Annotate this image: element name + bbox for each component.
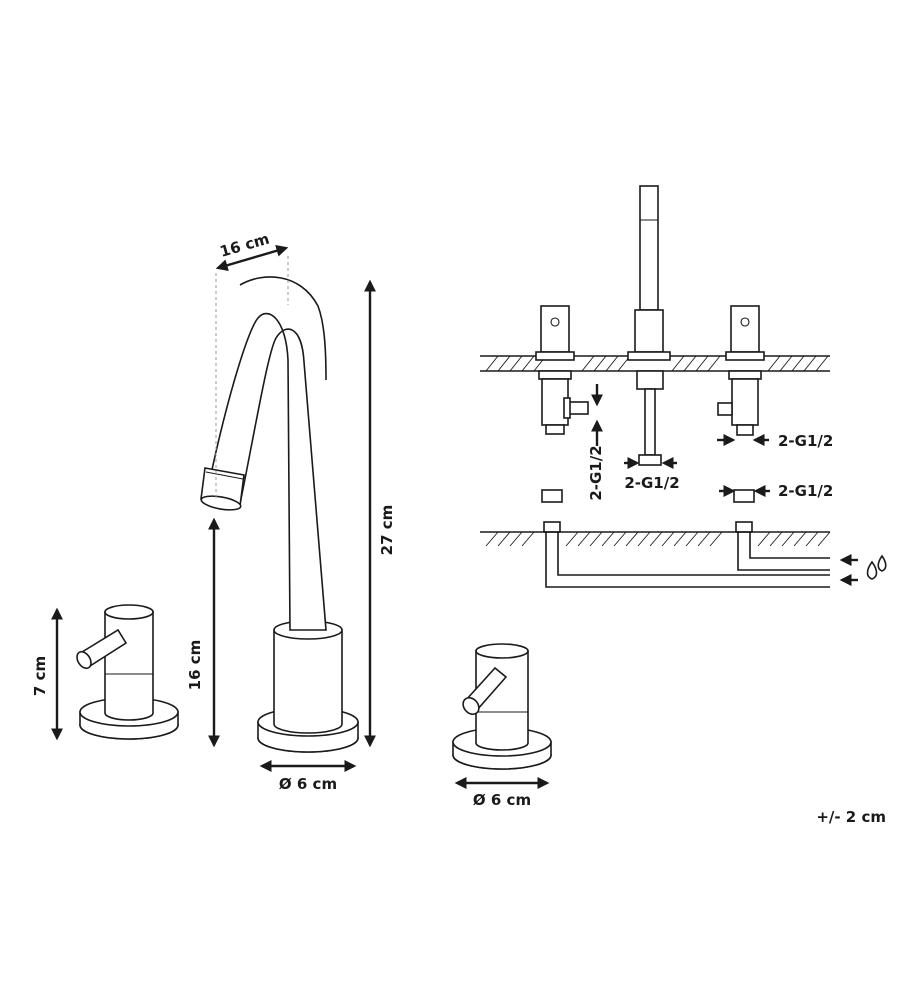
- spout-faucet: [200, 276, 359, 753]
- water-drops-icon: [866, 554, 887, 580]
- tap-base-diameter-label: Ø 6 cm: [279, 775, 337, 793]
- total-height-label: 27 cm: [378, 505, 396, 556]
- conn-left-label: 2-G1/2: [587, 445, 605, 500]
- spout-reach-label: 16 cm: [218, 230, 272, 261]
- left-handle-valve: [76, 604, 179, 740]
- installation-schematic: 2-G1/2 2-G1/2 2-G1/2 2-G1/2: [480, 185, 887, 588]
- conn-center-label: 2-G1/2: [624, 474, 679, 492]
- handle-height-label: 7 cm: [31, 656, 49, 696]
- conn-lower-right-label: 2-G1/2: [778, 482, 833, 500]
- handle-base-diameter-label: Ø 6 cm: [473, 791, 531, 809]
- right-handle-valve: [452, 643, 552, 770]
- spout-reach-arrow: [215, 244, 289, 272]
- spout-height-label: 16 cm: [186, 640, 204, 691]
- tolerance-note: +/- 2 cm: [816, 808, 886, 826]
- countertop-hatch: [485, 355, 829, 372]
- wall-hatch: [485, 531, 831, 547]
- conn-right-label: 2-G1/2: [778, 432, 833, 450]
